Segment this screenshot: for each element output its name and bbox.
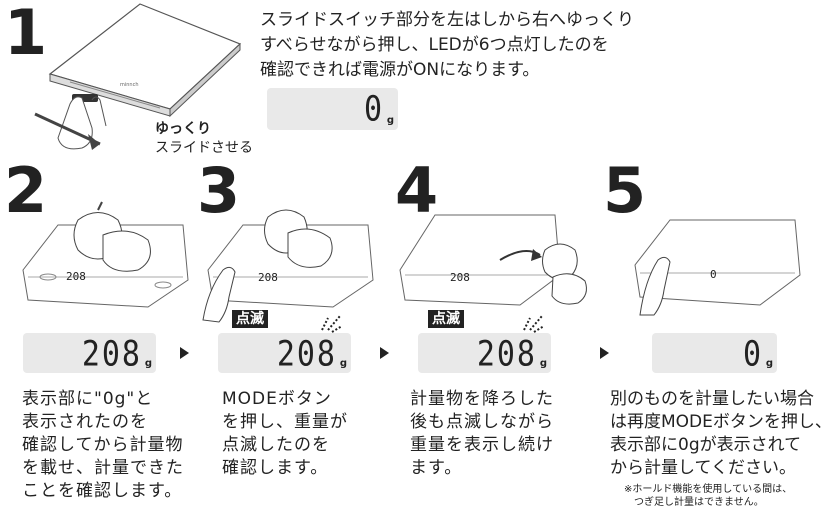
- step-number-5: 5: [603, 154, 647, 227]
- scale-screen-value: 208: [66, 270, 86, 283]
- blink-rays-icon: [523, 315, 545, 333]
- scale-remove-illustration: 208: [399, 214, 587, 306]
- blink-label-step3: 点滅: [232, 310, 268, 328]
- step4-description: 計量物を降ろした 後も点滅しながら 重量を表示し続け ます。: [410, 389, 554, 478]
- scale-mode-press-illustration: 208: [202, 209, 374, 323]
- lcd-unit: g: [386, 115, 394, 126]
- scale-screen-value: 0: [710, 268, 717, 281]
- lcd-unit: g: [765, 358, 773, 369]
- step3-description: MODEボタン を押し、重量が 点滅したのを 確認します。: [222, 389, 348, 478]
- lcd-display-step2: 208 g: [23, 333, 156, 375]
- blink-label-step4: 点滅: [428, 310, 464, 328]
- scale-slide-illustration: minnch: [34, 3, 242, 150]
- lcd-display-step1: 0 g: [267, 88, 398, 130]
- scale-screen-value: 208: [450, 271, 470, 284]
- lcd-display-step3: 208 g: [218, 333, 351, 375]
- slide-text: スライドさせる: [155, 140, 253, 156]
- slide-bold-text: ゆっくり: [155, 121, 211, 137]
- lcd-value: 0: [363, 89, 384, 130]
- lcd-unit: g: [144, 358, 152, 369]
- step-number-3: 3: [197, 154, 241, 227]
- arrow-right-icon: [180, 347, 189, 359]
- scale-screen-value: 208: [258, 271, 278, 284]
- lcd-display-step5: 0 g: [652, 333, 777, 375]
- step1-description: スライドスイッチ部分を左はしから右へゆっくり すべらせながら押し、LEDが6つ点…: [260, 10, 634, 80]
- step5-description: 別のものを計量したい場合 は再度MODEボタンを押し、 表示部に0gが表示されて…: [610, 389, 832, 478]
- lcd-value: 208: [276, 334, 337, 375]
- lcd-display-step4: 208 g: [418, 333, 551, 375]
- lcd-value: 208: [81, 334, 142, 375]
- lcd-value: 0: [742, 334, 763, 375]
- step-number-2: 2: [4, 154, 48, 227]
- step-number-1: 1: [4, 0, 48, 69]
- svg-text:minnch: minnch: [120, 82, 139, 88]
- step-number-4: 4: [395, 154, 439, 227]
- scale-with-peppers-illustration: 208: [22, 201, 189, 308]
- arrow-right-icon: [600, 347, 609, 359]
- blink-rays-icon: [321, 315, 343, 333]
- step2-description: 表示部に"0g"と 表示されたのを 確認してから計量物 を載せ、計量できた こと…: [22, 389, 184, 501]
- lcd-unit: g: [339, 358, 347, 369]
- lcd-unit: g: [539, 358, 547, 369]
- scale-zero-illustration: 0: [634, 219, 801, 316]
- lcd-value: 208: [476, 334, 537, 375]
- step5-note: ※ホールド機能を使用している間は、 つぎ足し計量はできません。: [624, 484, 793, 508]
- arrow-right-icon: [380, 347, 389, 359]
